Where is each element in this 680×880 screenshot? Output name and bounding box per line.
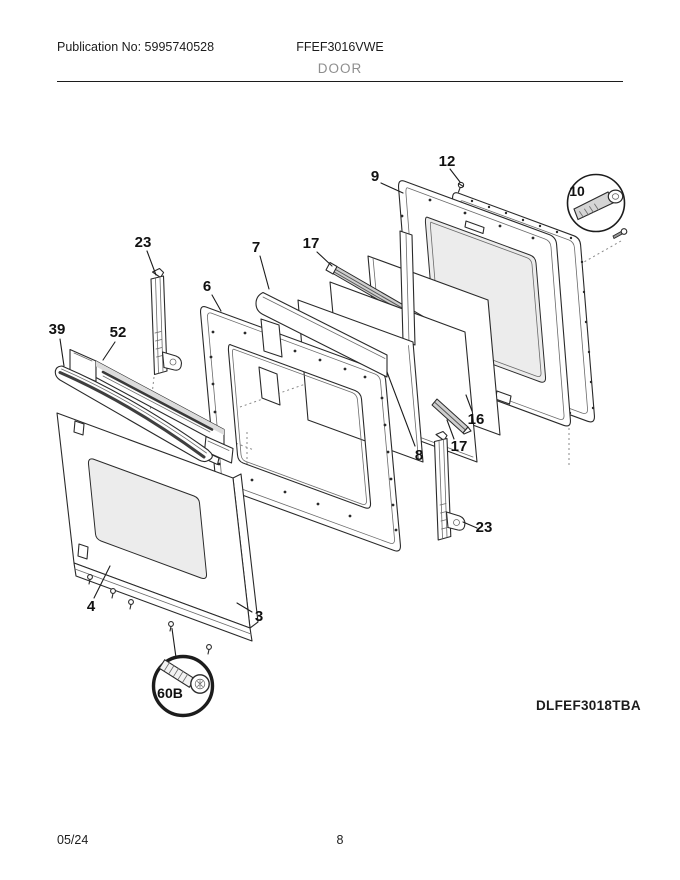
bottom-screws [87, 574, 212, 655]
handle-trim-52 [69, 348, 225, 447]
section-title: DOOR [317, 61, 363, 76]
outer-door-panel-3 [56, 412, 259, 655]
callout-17-bottom: 17 [451, 438, 468, 455]
spacer-block-lower [258, 366, 281, 406]
callout-60b: 60B [157, 685, 183, 701]
callout-52: 52 [110, 324, 127, 341]
lower-trim-4 [73, 562, 253, 642]
callout-39: 39 [49, 321, 66, 338]
header-rule [57, 81, 623, 82]
callout-3: 3 [255, 608, 263, 625]
callout-9: 9 [371, 168, 379, 185]
callout-leaders [59, 168, 478, 613]
door-window-glass [87, 458, 208, 579]
footer-page-number: 8 [336, 833, 344, 847]
callout-23-right: 23 [476, 519, 493, 536]
bolt-detail-10 [566, 173, 628, 240]
hinge-right-23 [433, 430, 466, 541]
assembly-code: DLFEF3018TBA [536, 698, 641, 713]
liner-latch-tab [464, 220, 485, 235]
door-left-tab-lower [77, 543, 89, 560]
publication-number: Publication No: 5995740528 [57, 40, 215, 54]
callout-17-top: 17 [303, 235, 320, 252]
callout-23-left: 23 [135, 234, 152, 251]
hinge-left-23 [150, 267, 183, 376]
callout-16: 16 [468, 411, 485, 428]
bolt-head [607, 189, 624, 204]
door-handle-39 [54, 365, 213, 463]
spacer-block-upper [260, 318, 283, 358]
callout-4: 4 [87, 598, 96, 615]
callout-10: 10 [569, 183, 585, 199]
screw-shaft [158, 659, 196, 688]
callout-labels: 9 12 10 23 7 17 6 39 52 16 17 8 23 4 3 6… [49, 153, 585, 701]
screw-detail-60b [151, 627, 215, 718]
upper-trim-7 [255, 291, 388, 406]
door-left-tab-upper [73, 420, 85, 436]
frame-screw-dots [209, 330, 398, 532]
callout-12: 12 [439, 153, 456, 170]
screw-12 [457, 181, 465, 193]
model-number: FFEF3016VWE [296, 40, 384, 54]
callout-8: 8 [415, 447, 423, 464]
callout-7: 7 [252, 239, 260, 256]
hinge-left-hook [161, 351, 183, 371]
callout-6: 6 [203, 278, 211, 295]
footer-date: 05/24 [57, 833, 89, 847]
hinge-right-hook [445, 511, 466, 531]
